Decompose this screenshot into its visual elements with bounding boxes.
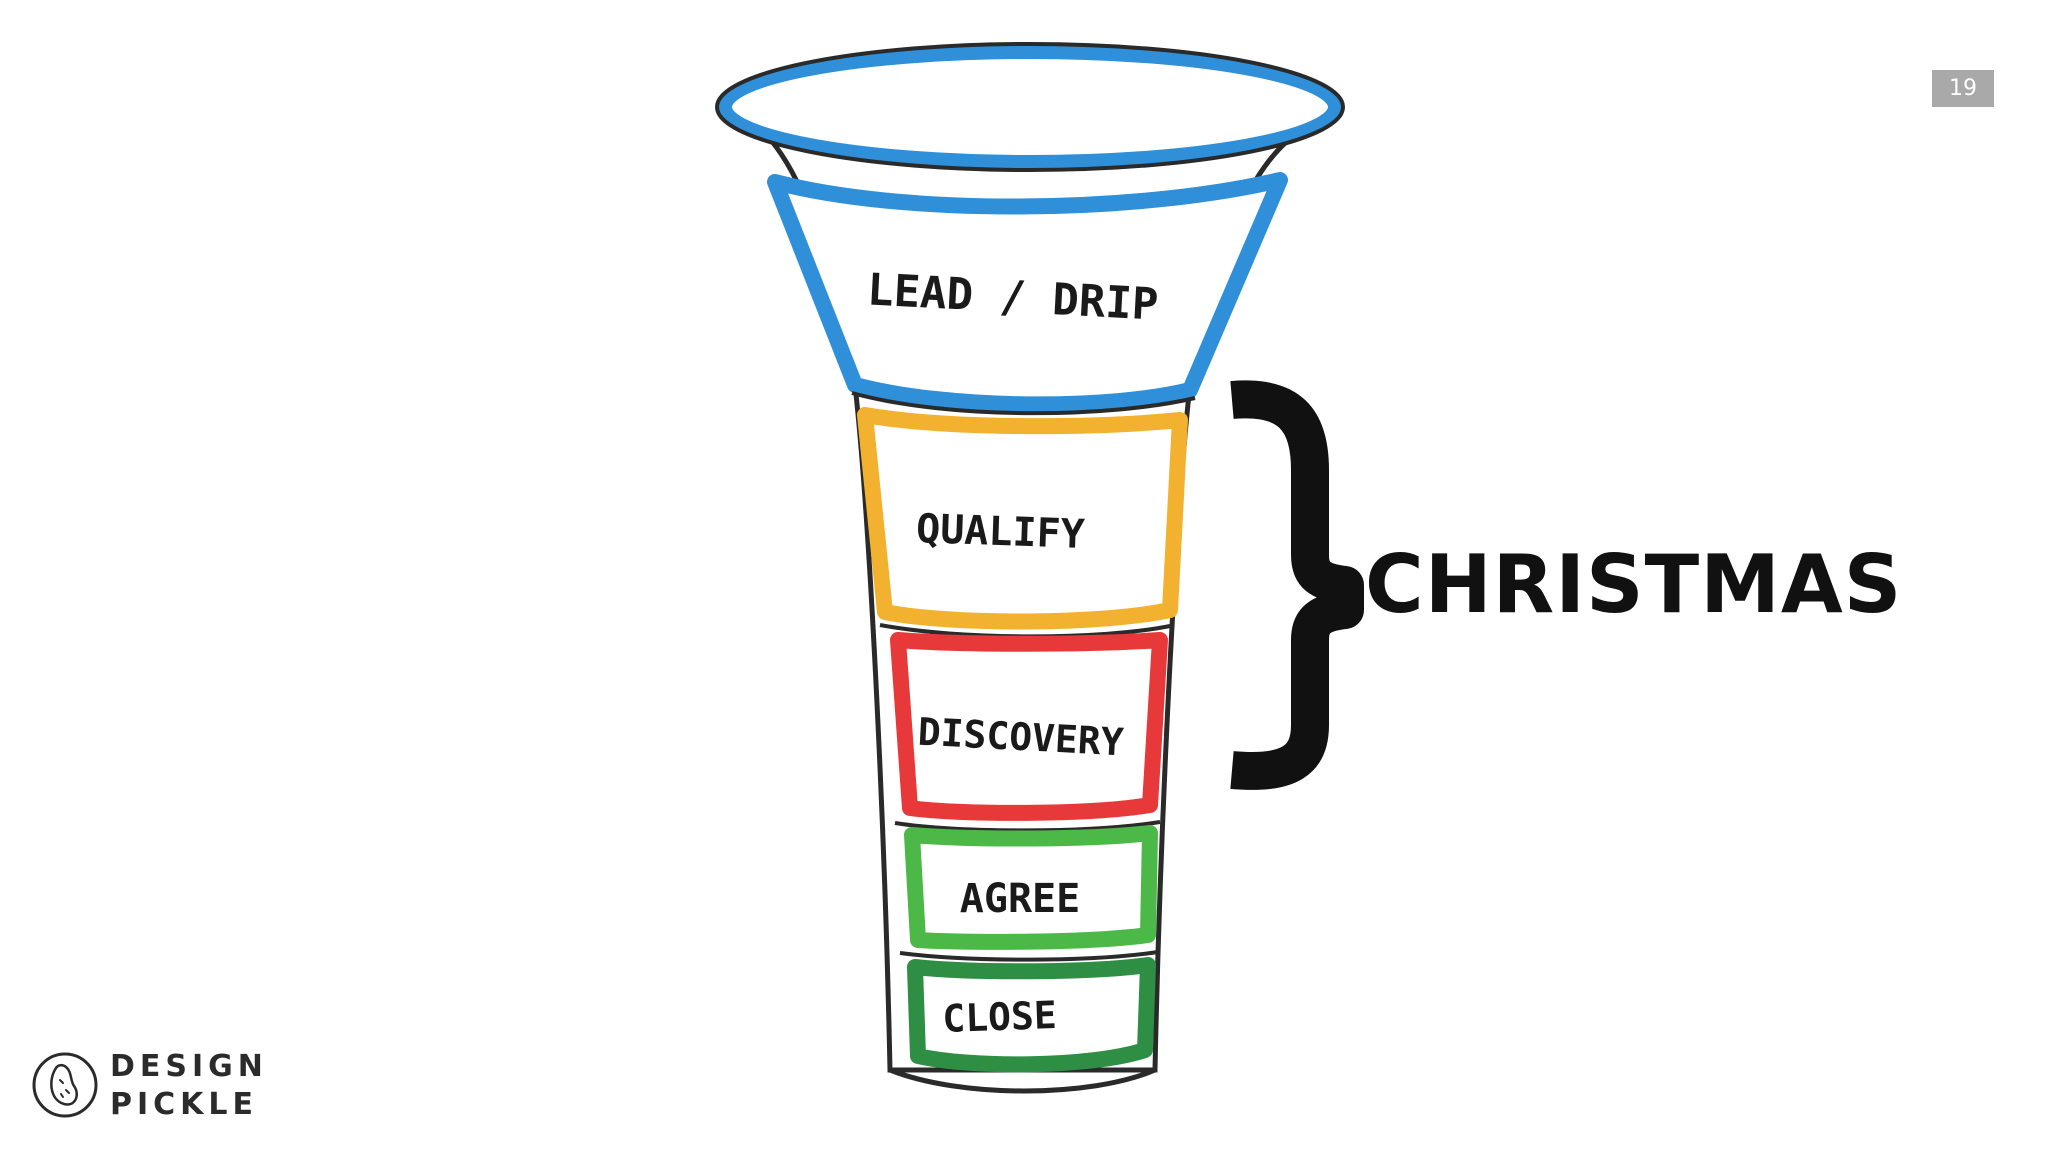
funnel-bottom [889, 1067, 1156, 1094]
bracket-label: CHRISTMAS [1365, 538, 1903, 631]
pickle-logo-icon [32, 1052, 98, 1118]
stage-label-qualify: QUALIFY [915, 506, 1085, 558]
funnel-divider [894, 820, 1161, 833]
stage-label-discovery: DISCOVERY [917, 710, 1125, 765]
funnel-divider [899, 950, 1159, 962]
funnel-stage-lead-drip [767, 172, 1288, 413]
funnel-stage-close [907, 957, 1156, 1073]
funnel-rim [718, 45, 1342, 169]
funnel-stage-qualify [857, 407, 1188, 630]
funnel-rim-outline [715, 42, 1345, 172]
logo-text-line2: PICKLE [110, 1087, 259, 1122]
funnel-divider [851, 391, 1196, 416]
funnel-stage-agree [904, 825, 1158, 950]
logo-text-line1: DESIGN [110, 1049, 268, 1084]
funnel-stage-discovery [890, 632, 1168, 821]
stage-label-agree: AGREE [960, 876, 1080, 922]
company-logo: DESIGN PICKLE [30, 1050, 290, 1130]
slide-number-badge: 19 [1932, 70, 1994, 107]
curly-bracket-icon [1230, 380, 1364, 790]
stage-label-close: CLOSE [942, 993, 1058, 1041]
